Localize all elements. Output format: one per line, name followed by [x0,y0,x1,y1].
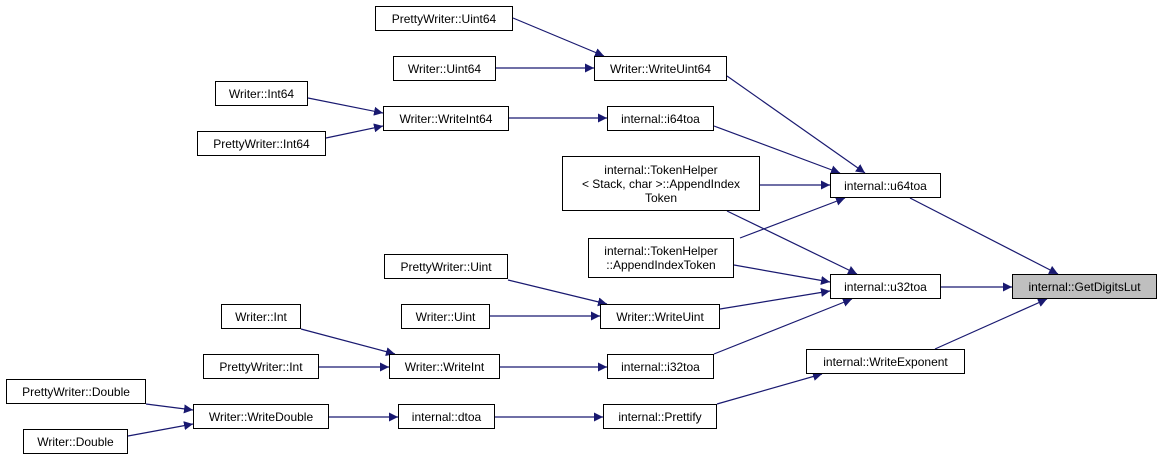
edge-prettywriter-int64-to-writeint64 [325,123,384,139]
edge-writeexponent-to-getdigitslut [934,298,1048,350]
edge-prettywriter-double-to-writedouble [145,403,194,414]
node-writer-writeuint64[interactable]: Writer::WriteUint64 [594,56,727,81]
node-writer-int64[interactable]: Writer::Int64 [215,81,308,106]
node-writer-uint[interactable]: Writer::Uint [401,304,490,329]
node-internal-u32toa[interactable]: internal::u32toa [830,274,941,299]
node-internal-prettify[interactable]: internal::Prettify [603,404,717,429]
node-writer-double[interactable]: Writer::Double [23,429,128,454]
edge-prettify-to-writeexponent [716,372,823,405]
node-internal-i64toa[interactable]: internal::i64toa [607,106,714,131]
node-internal-dtoa[interactable]: internal::dtoa [398,404,495,429]
node-writer-writedouble[interactable]: Writer::WriteDouble [193,404,329,429]
node-internal-u64toa[interactable]: internal::u64toa [830,173,941,198]
node-prettywriter-int[interactable]: PrettyWriter::Int [203,354,319,379]
edge-tokenhelper-stack-to-u32toa [726,210,858,275]
node-prettywriter-int64[interactable]: PrettyWriter::Int64 [197,131,326,156]
node-prettywriter-uint64[interactable]: PrettyWriter::Uint64 [375,6,513,31]
edge-prettywriter-uint64-to-writeuint64 [512,17,605,57]
edge-u64toa-to-getdigitslut [909,197,1059,275]
edge-writeuint-to-u32toa [719,288,831,310]
edge-i32toa-to-u32toa [713,298,853,355]
edge-writer-double-to-writedouble [127,421,194,437]
edge-writeuint64-to-u64toa [726,75,866,174]
node-writer-uint64[interactable]: Writer::Uint64 [393,56,496,81]
node-internal-i32toa[interactable]: internal::i32toa [607,354,714,379]
node-prettywriter-double[interactable]: PrettyWriter::Double [6,379,146,404]
node-writer-writeint64[interactable]: Writer::WriteInt64 [383,106,509,131]
edge-tokenhelper-to-u64toa [739,196,846,239]
edge-writer-int-to-writeint [300,328,396,357]
edge-prettywriter-uint-to-writeuint [507,279,608,307]
node-internal-tokenhelper-appendindextoken[interactable]: internal::TokenHelper ::AppendIndexToken [588,238,734,278]
edge-tokenhelper-to-u32toa [733,264,831,285]
node-internal-tokenhelper-stack-appendindextoken[interactable]: internal::TokenHelper < Stack, char >::A… [562,156,760,211]
edge-writer-int64-to-writeint64 [307,97,384,116]
node-internal-writeexponent[interactable]: internal::WriteExponent [806,349,965,374]
node-prettywriter-uint[interactable]: PrettyWriter::Uint [384,254,508,279]
node-writer-int[interactable]: Writer::Int [221,304,301,329]
edge-i64toa-to-u64toa [713,125,841,175]
node-internal-getdigitslut: internal::GetDigitsLut [1012,274,1157,299]
node-writer-writeint[interactable]: Writer::WriteInt [389,354,500,379]
node-writer-writeuint[interactable]: Writer::WriteUint [600,304,720,329]
